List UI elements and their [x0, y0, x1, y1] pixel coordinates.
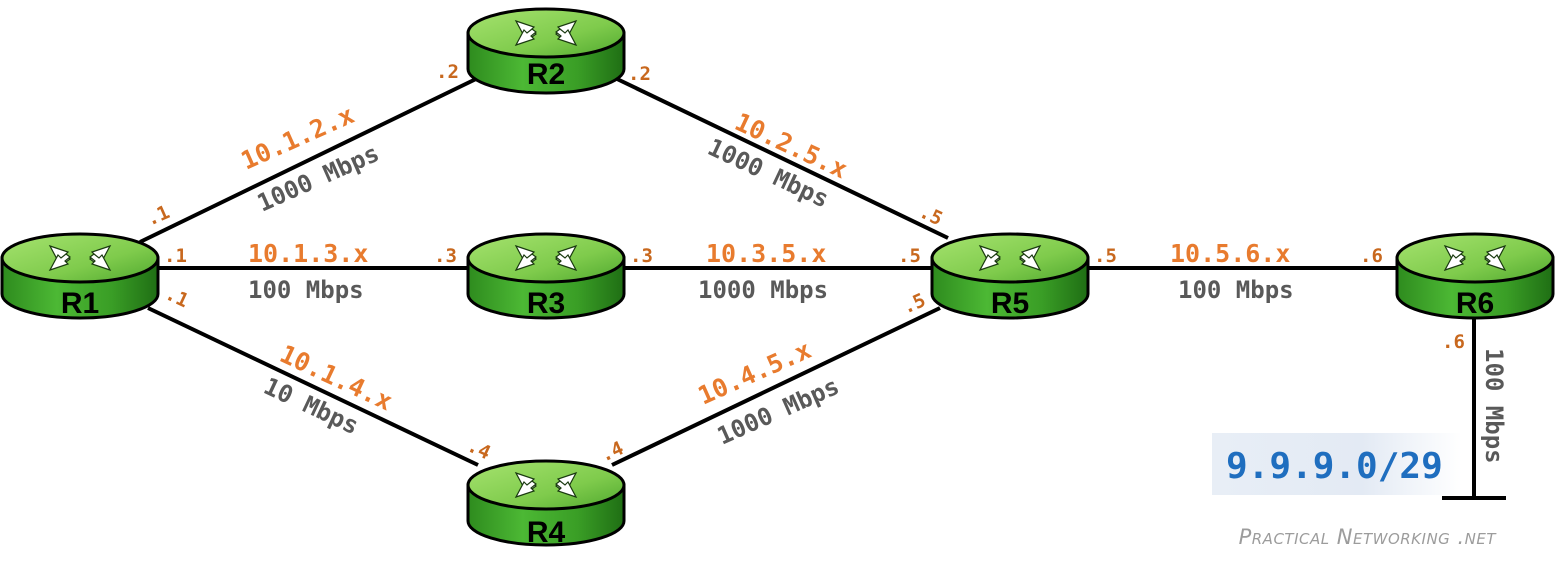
subnet-label-background: [1212, 433, 1462, 495]
bandwidth-labels: 1000 Mbps 100 Mbps 10 Mbps 1000 Mbps 100…: [248, 133, 1508, 464]
router-name: R4: [527, 516, 566, 549]
router-name: R5: [991, 287, 1029, 320]
interface-label-r3-to-r1: .3: [434, 245, 457, 267]
router-name: R2: [527, 58, 565, 91]
link-r4-r5: [611, 306, 941, 467]
link-r1-r2: [139, 76, 479, 244]
bandwidth-label-r3-r5: 1000 Mbps: [698, 276, 828, 304]
subnet-label: 9.9.9.0/29: [1226, 446, 1443, 487]
links: [139, 76, 1506, 500]
interface-label-r1-to-r3: .1: [164, 245, 187, 267]
router-r1: R1: [0, 232, 160, 320]
router-r4: R4: [466, 459, 626, 549]
router-name: R3: [527, 287, 565, 320]
interface-label-r1-to-r4: .1: [162, 283, 192, 313]
router-r2: R2: [466, 7, 626, 95]
link-r2-r5: [614, 76, 949, 240]
stub-subnet: 9.9.9.0/29: [1212, 433, 1462, 495]
interface-label-r2-to-r1: .2: [436, 61, 459, 83]
interface-label-r6-to-r5: .6: [1360, 245, 1383, 267]
router-name: R6: [1456, 287, 1494, 320]
bandwidth-label-r1-r3: 100 Mbps: [248, 276, 364, 304]
network-label-r1-r3: 10.1.3.x: [248, 239, 368, 268]
brand-watermark: Practical Networking .net: [1239, 525, 1498, 549]
bandwidth-label-r5-r6: 100 Mbps: [1178, 276, 1294, 304]
network-labels: 10.1.2.x 10.1.3.x 10.1.4.x 10.2.5.x 10.3…: [237, 100, 1291, 416]
network-label-r5-r6: 10.5.6.x: [1170, 239, 1290, 268]
interface-label-r5-to-r6: .5: [1094, 245, 1117, 267]
link-r1-r4: [147, 306, 479, 467]
router-r6: R6: [1395, 232, 1555, 320]
interface-label-r5-to-r3: .5: [898, 245, 921, 267]
network-label-r3-r5: 10.3.5.x: [706, 239, 826, 268]
router-r3: R3: [466, 232, 626, 320]
interface-label-r3-to-r5: .3: [630, 245, 653, 267]
bandwidth-label-r6-stub: 100 Mbps: [1480, 348, 1508, 464]
router-r5: R5: [930, 232, 1090, 320]
interface-label-r6-stub: .6: [1442, 331, 1465, 353]
router-name: R1: [61, 287, 99, 320]
interface-label-r2-to-r5: .2: [628, 63, 651, 85]
